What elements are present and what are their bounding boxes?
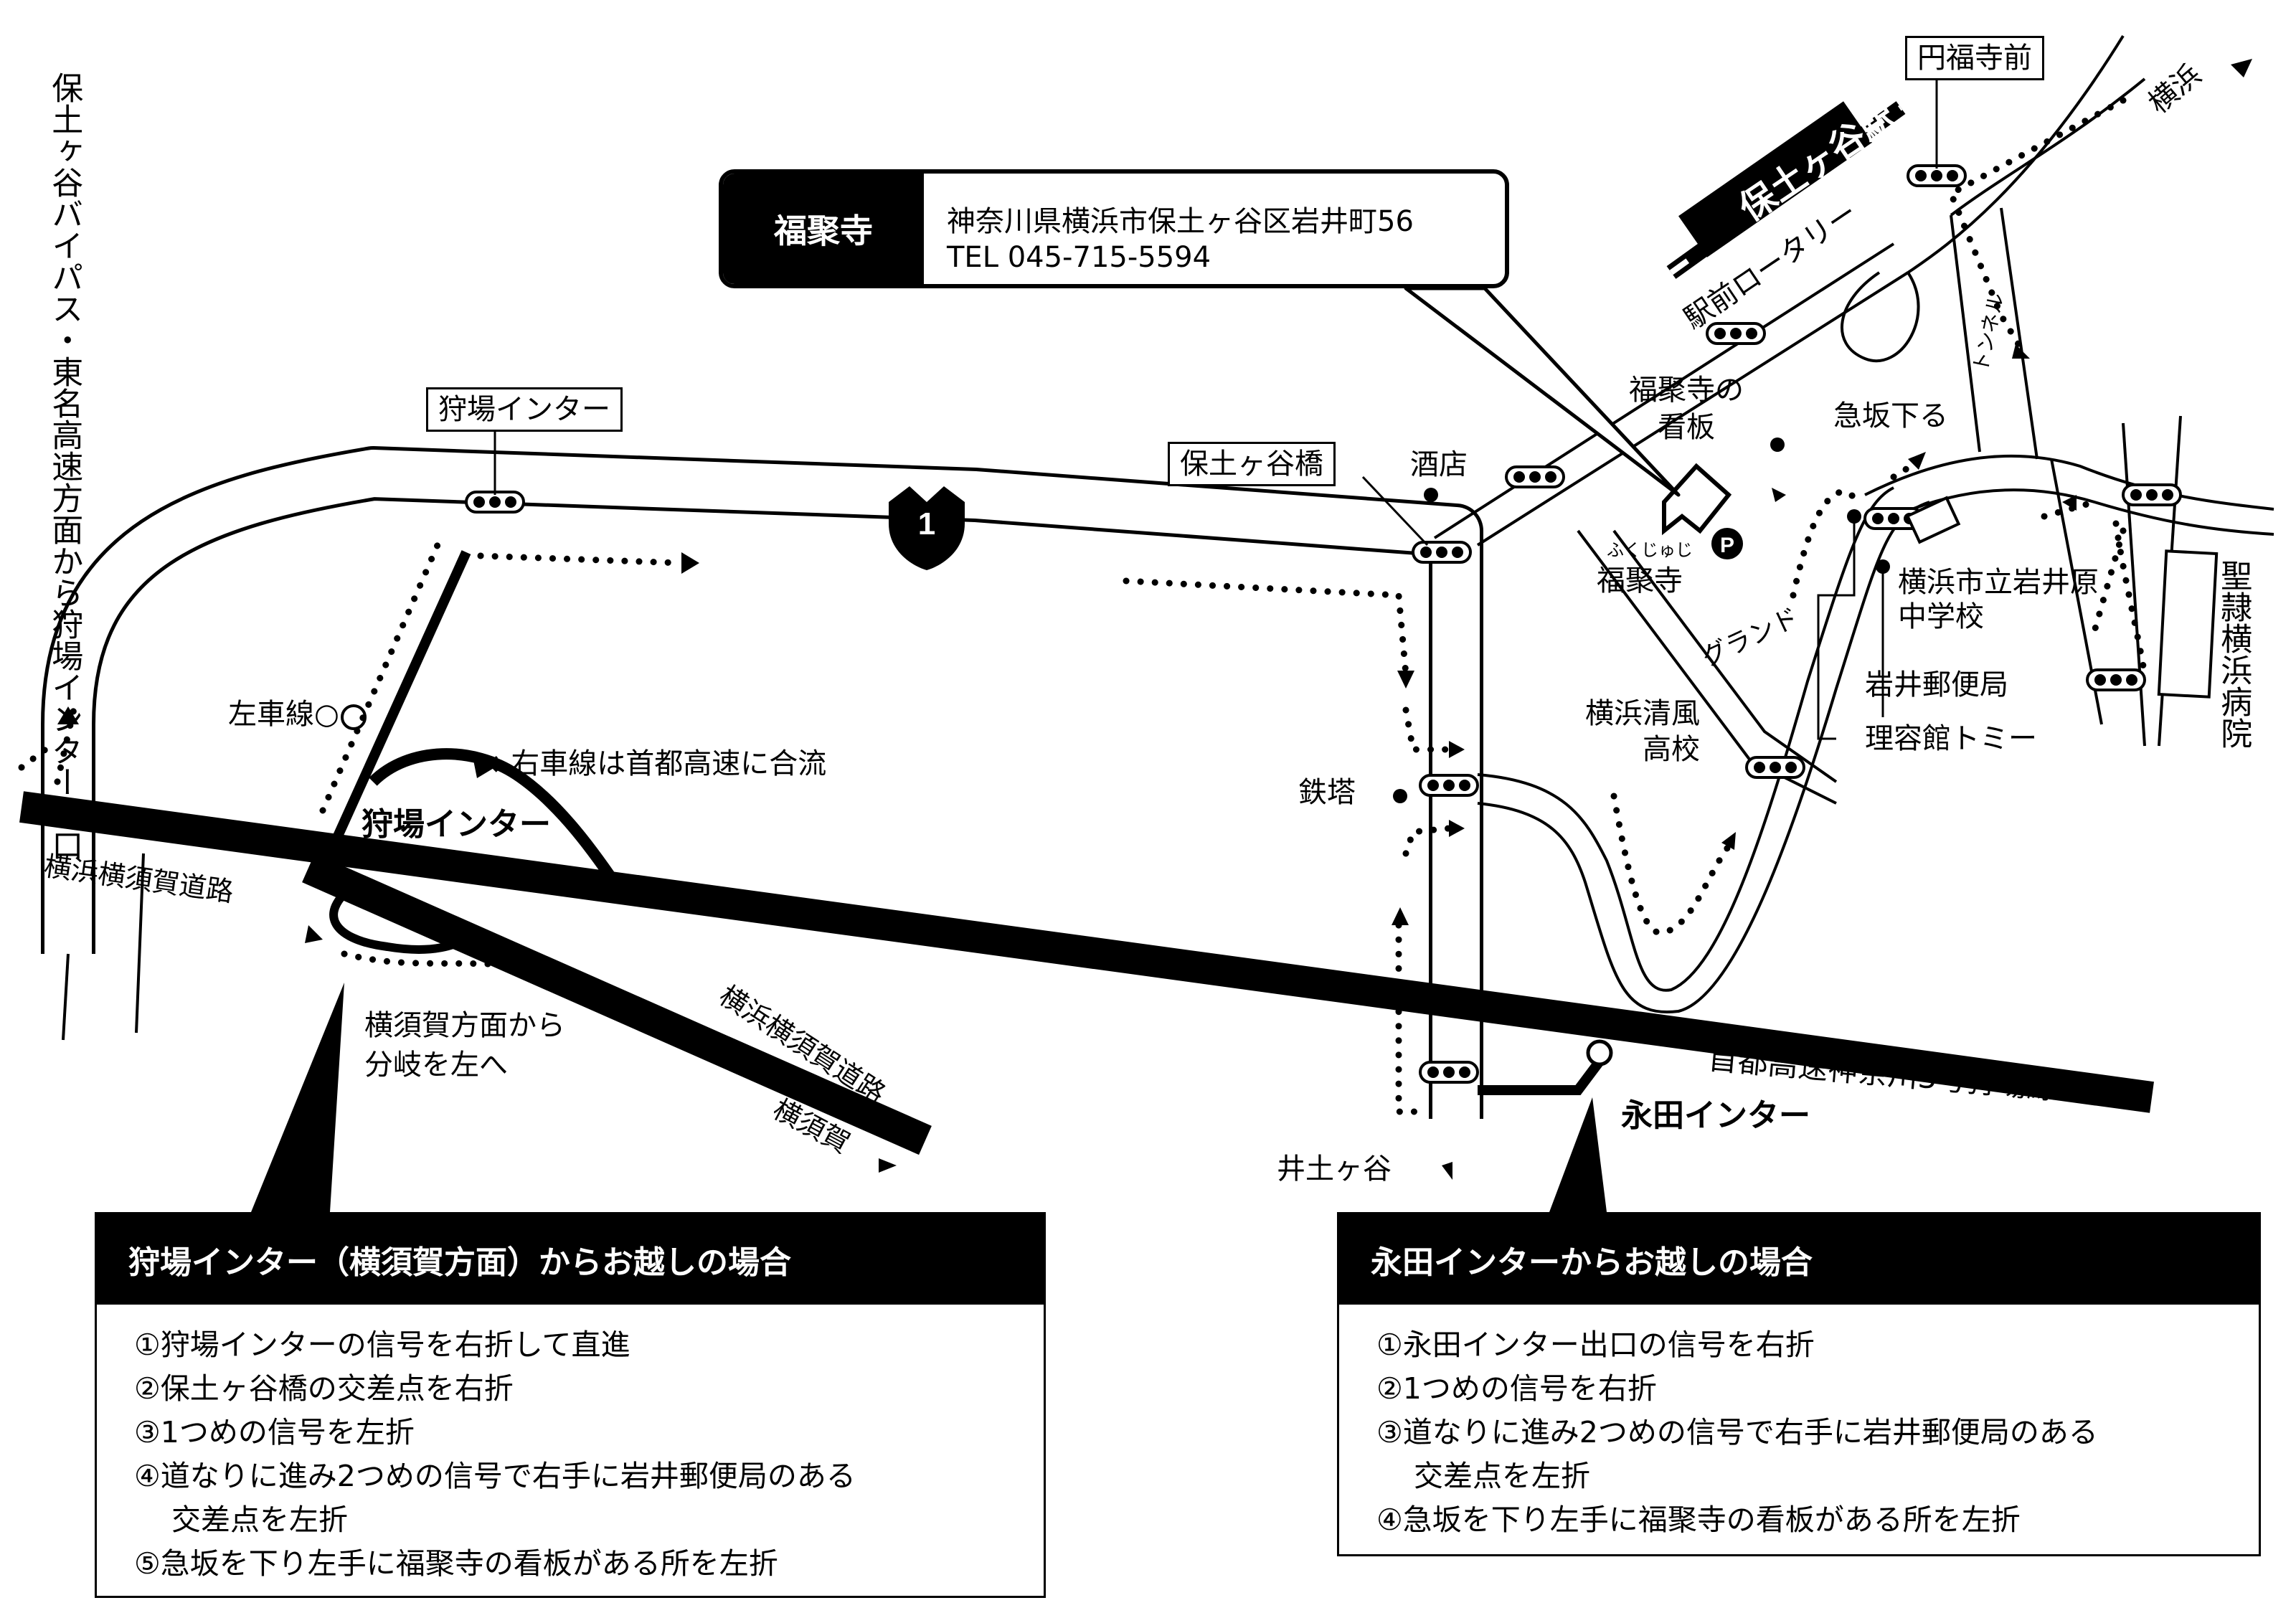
route-1-shield: 1	[889, 486, 965, 570]
post-office-label: 岩井郵便局	[1865, 668, 2008, 701]
signal-steel-tower	[1419, 774, 1479, 797]
nagata-inter-marker	[1586, 1039, 1613, 1066]
steel-tower-dot	[1393, 789, 1407, 803]
nagata-step-1: ①永田インター出口の信号を右折	[1376, 1328, 1815, 1362]
temple-map-label: 福聚寺	[1597, 564, 1683, 597]
right-lane-note: × 右車線は首都高速に合流	[478, 747, 827, 780]
kariba-step-4: ④道なりに進み2つめの信号で右手に岩井郵便局のある交差点を左折	[134, 1459, 856, 1537]
signal-hodogaya-bridge	[1412, 541, 1472, 564]
signal-nagata	[1419, 1061, 1479, 1084]
route-arrows	[57, 59, 2252, 1180]
leader-lines	[493, 72, 1938, 740]
hospital-label: 聖隷横浜病院	[2215, 559, 2252, 749]
temple-info-callout: 福聚寺 神奈川県横浜市保土ヶ谷区岩井町56 TEL 045-715-5594	[719, 169, 1509, 288]
tunnel-label: トンネル	[1969, 291, 2008, 374]
callout-pointer	[1404, 286, 1681, 497]
kariba-panel-pointer	[251, 983, 344, 1212]
bypass-road-end-2	[135, 853, 145, 1033]
ground-label: グランド	[1697, 602, 1803, 673]
temple-tel: TEL 045-715-5594	[947, 241, 1211, 274]
enpukuji-mae-sign: 円福寺前	[1905, 36, 2044, 80]
kariba-step-1: ①狩場インターの信号を右折して直進	[134, 1328, 630, 1362]
left-lane-label: 左車線○	[228, 698, 339, 731]
dotted-routes	[18, 97, 2148, 1115]
signboard-dot	[1770, 437, 1785, 452]
seifu-road	[1477, 486, 1930, 1014]
signal-rotary	[1706, 322, 1766, 345]
school-building	[1905, 496, 1961, 544]
nagata-step-3: ③道なりに進み2つめの信号で右手に岩井郵便局のある交差点を左折	[1376, 1415, 2098, 1493]
route-1-road	[41, 446, 1483, 1119]
hodogaya-bridge-sign: 保土ヶ谷橋	[1168, 442, 1336, 486]
barber-label: 理容館トミー	[1865, 722, 2037, 755]
kariba-inter-title: 狩場インター	[362, 806, 551, 843]
seifu-high-label: 横浜清風高校	[1585, 697, 1700, 766]
kariba-step-5: ⑤急坂を下り左手に福聚寺の看板がある所を左折	[134, 1546, 778, 1581]
signal-seifu	[1745, 756, 1805, 779]
nagata-route-panel: 永田インターからお越しの場合 ①永田インター出口の信号を右折 ②1つめの信号を右…	[1337, 1212, 2261, 1556]
signal-hospital-north	[2122, 483, 2182, 506]
nagata-panel-pointer	[1549, 1097, 1607, 1212]
kariba-ramp	[325, 550, 629, 954]
kariba-route-steps: ①狩場インターの信号を右折して直進 ②保土ヶ谷橋の交差点を右折 ③1つめの信号を…	[97, 1305, 1044, 1586]
kariba-step-3: ③1つめの信号を左折	[134, 1415, 415, 1449]
yokohama-direction-label: 横浜	[2143, 58, 2208, 120]
kariba-route-panel: 狩場インター（横須賀方面）からお越しの場合 ①狩場インターの信号を右折して直進 …	[95, 1212, 1046, 1598]
liquor-store-label: 酒店	[1410, 448, 1468, 481]
nagata-route-steps: ①永田インター出口の信号を右折 ②1つめの信号を右折 ③道なりに進み2つめの信号…	[1339, 1305, 2259, 1542]
signal-liquor	[1505, 465, 1565, 488]
nagata-inter-title: 永田インター	[1621, 1097, 1810, 1134]
liquor-store-dot	[1424, 488, 1438, 502]
steel-tower-label: 鉄塔	[1298, 776, 1356, 809]
temple-furigana: ふくじゅじ	[1607, 540, 1693, 560]
bypass-vertical-label: 保土ヶ谷バイパス・東名高速方面から狩場インター出口	[46, 72, 83, 861]
bypass-road-end	[62, 953, 70, 1041]
iwaibara-school-label: 横浜市立岩井原中学校	[1898, 566, 2099, 633]
kariba-inter-sign: 狩場インター	[426, 387, 623, 432]
yokohama-road	[1907, 34, 2146, 460]
station-road	[1433, 242, 1909, 547]
steep-slope-label: 急坂下る	[1833, 399, 1948, 432]
signal-hospital-south	[2086, 668, 2146, 691]
yokohama-yokosuka-road	[302, 853, 932, 1155]
signboard-label: 福聚寺の看板	[1629, 374, 1744, 444]
from-yokosuka-label: 横須賀方面から	[364, 1009, 565, 1042]
nagata-step-4: ④急坂を下り左手に福聚寺の看板がある所を左折	[1376, 1503, 2021, 1537]
nagata-spur	[1478, 1058, 1604, 1095]
ekimae-rotary-road	[1840, 271, 1920, 362]
branch-left-label: 分岐を左へ	[364, 1049, 508, 1082]
temple-name: 福聚寺	[723, 174, 924, 284]
kariba-route-title: 狩場インター（横須賀方面）からお越しの場合	[97, 1214, 1044, 1305]
nagata-step-2: ②1つめの信号を右折	[1376, 1371, 1657, 1406]
hospital-building	[2157, 549, 2219, 699]
signal-kariba	[465, 491, 525, 514]
temple-building: P	[1662, 463, 1743, 559]
nagata-route-title: 永田インターからお越しの場合	[1339, 1214, 2259, 1305]
idogaya-label: 井土ヶ谷	[1277, 1153, 1392, 1186]
route-1-number: 1	[918, 506, 935, 541]
parking-icon: P	[1720, 534, 1734, 557]
shuto-expressway	[19, 791, 2154, 1113]
signal-enpukuji	[1907, 164, 1967, 187]
temple-address: 神奈川県横浜市保土ヶ谷区岩井町56	[947, 205, 1414, 238]
station-sign: 保土ヶ谷駅	[1678, 95, 1904, 257]
kariba-step-2: ②保土ヶ谷橋の交差点を右折	[134, 1371, 514, 1406]
